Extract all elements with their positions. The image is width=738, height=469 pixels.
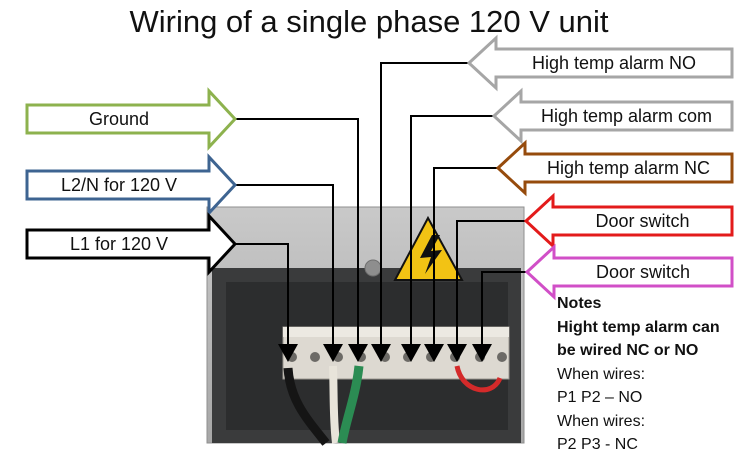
door-switch-1-arrow bbox=[523, 192, 734, 250]
alarm-no-label: High temp alarm NO bbox=[531, 52, 697, 73]
ground-label: Ground bbox=[88, 108, 150, 129]
red-jumper-wire bbox=[454, 365, 503, 393]
door-switch-1-label: Door switch bbox=[595, 210, 690, 231]
diagram-title: Wiring of a single phase 120 V unit bbox=[129, 4, 609, 39]
white-wire bbox=[329, 365, 340, 444]
l1-label: L1 for 120 V bbox=[69, 233, 169, 254]
notes-heading: Notes bbox=[557, 295, 602, 312]
l2n-label: L2/N for 120 V bbox=[60, 174, 178, 195]
notes-box: Notes Hight temp alarm can be wired NC o… bbox=[557, 292, 738, 457]
alarm-no-arrow bbox=[466, 34, 734, 92]
notes-line-2: P1 P2 – NO bbox=[557, 389, 643, 406]
connector-lines bbox=[234, 62, 527, 344]
alarm-nc-arrow bbox=[495, 139, 734, 197]
door-switch-2-arrow bbox=[524, 243, 734, 301]
door-switch-2-label: Door switch bbox=[595, 261, 691, 282]
notes-bold-line-1: Hight temp alarm can bbox=[557, 318, 720, 336]
notes-line-1: When wires: bbox=[557, 365, 646, 383]
black-wire bbox=[283, 367, 330, 446]
alarm-com-label: High temp alarm com bbox=[540, 105, 713, 126]
alarm-com-arrow bbox=[491, 87, 734, 145]
l1-arrow bbox=[25, 212, 238, 276]
connector-arrowheads bbox=[278, 344, 492, 362]
ground-arrow bbox=[25, 87, 238, 151]
notes-line-3: When wires: bbox=[557, 412, 646, 430]
notes-bold-line-2: be wired NC or NO bbox=[557, 342, 699, 359]
l2n-arrow bbox=[25, 153, 238, 217]
alarm-nc-label: High temp alarm NC bbox=[546, 157, 711, 178]
notes-line-4: P2 P3 - NC bbox=[557, 436, 638, 453]
unit-photo bbox=[206, 206, 525, 444]
green-ground-wire bbox=[337, 365, 364, 444]
